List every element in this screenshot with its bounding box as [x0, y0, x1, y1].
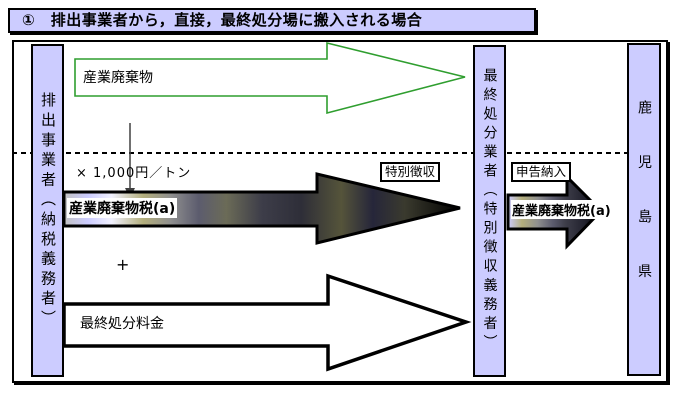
prefecture-box: 鹿児島県	[627, 43, 661, 376]
waste-tax-label-2: 産業廃棄物税(a)	[511, 200, 612, 219]
industrial-waste-label: 産業廃棄物	[83, 70, 153, 86]
disposer-label: 最終処分業者（特別徴収義務者）	[481, 68, 498, 354]
disposal-fee-label: 最終処分料金	[80, 316, 164, 332]
disposer-box: 最終処分業者（特別徴収義務者）	[473, 45, 506, 377]
disposal-fee-arrow	[62, 273, 472, 372]
diagram-title: ① 排出事業者から，直接，最終処分場に搬入される場合	[8, 8, 536, 33]
declaration-payment-badge: 申告納入	[511, 162, 572, 182]
waste-tax-label: 産業廃棄物税(a)	[67, 198, 178, 218]
diagram-frame	[12, 40, 668, 383]
emitter-label: 排出事業者（納税義務者）	[39, 91, 57, 330]
plus-sign: +	[116, 255, 130, 274]
special-collection-badge: 特別徴収	[380, 162, 441, 182]
industrial-waste-arrow	[74, 41, 466, 115]
waste-tax-arrow	[62, 172, 461, 245]
tax-rate-label: × 1,000円／トン	[76, 166, 192, 181]
prefecture-label: 鹿児島県	[636, 100, 652, 319]
emitter-box: 排出事業者（納税義務者）	[31, 44, 64, 377]
